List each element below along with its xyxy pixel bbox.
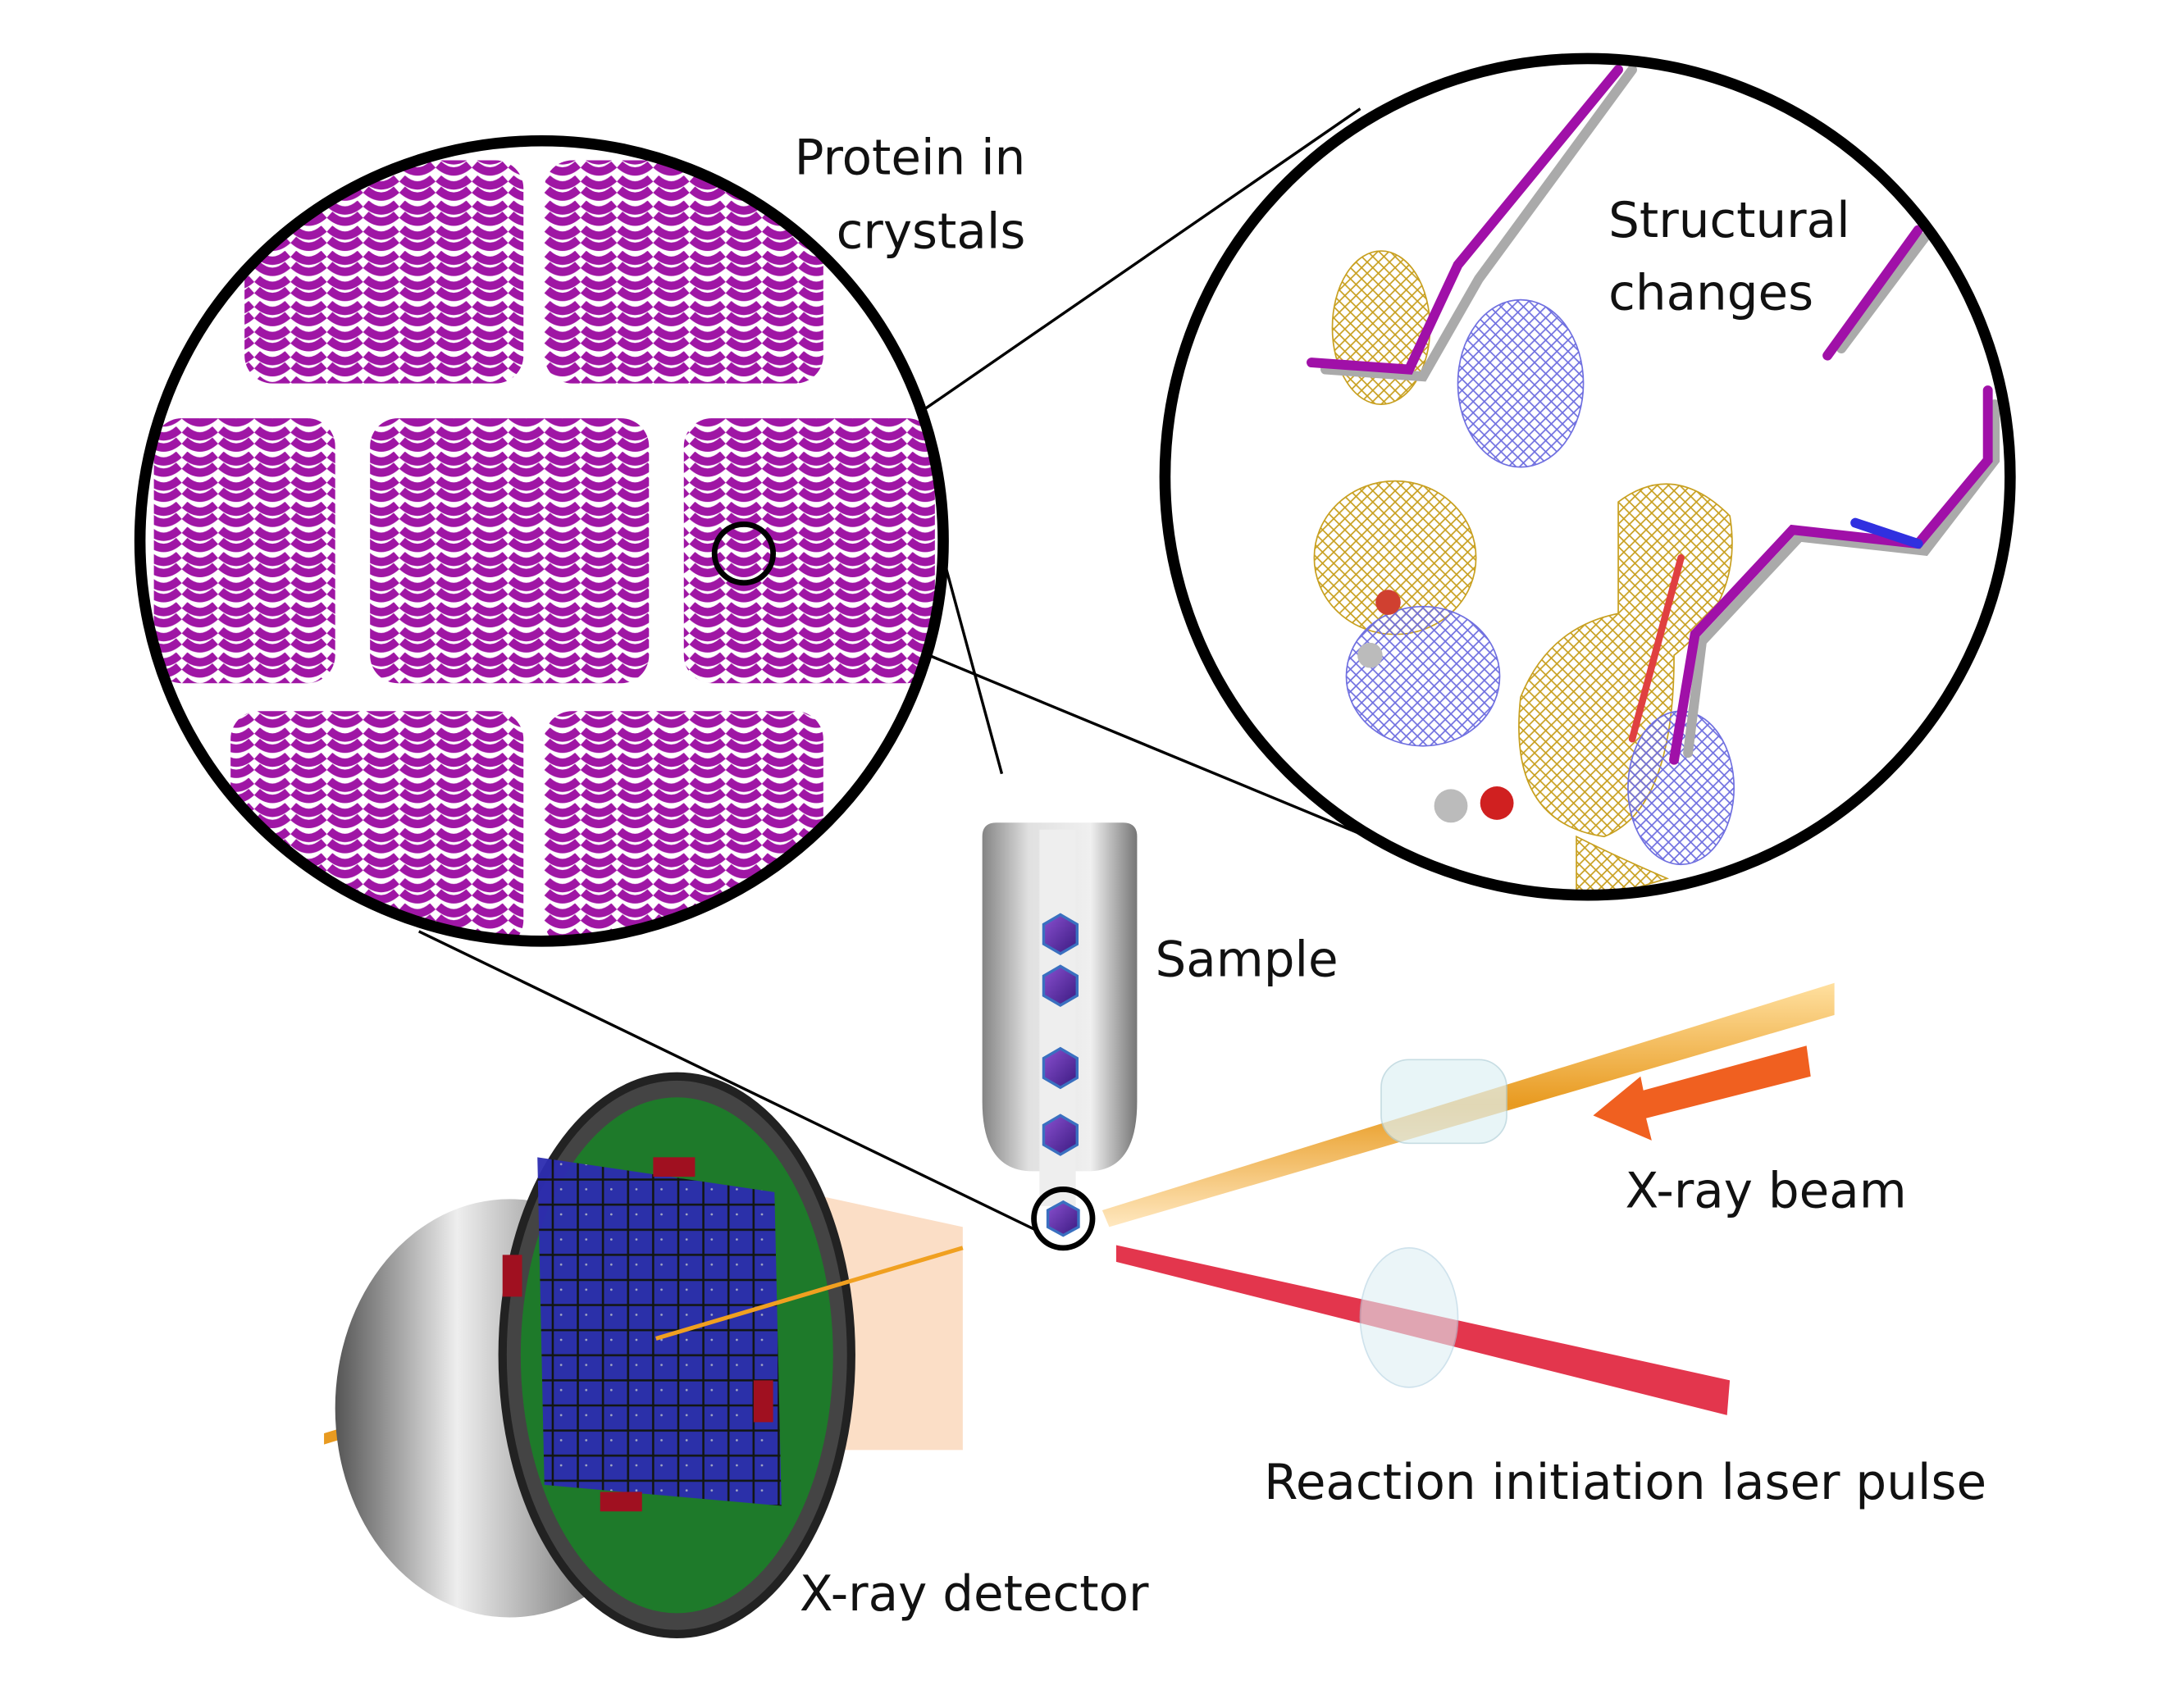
magnified-region-marker xyxy=(711,521,777,586)
beam-direction-arrow xyxy=(1593,1045,1811,1141)
protein-crystal-view xyxy=(134,134,949,947)
label-structural-line1: Structural xyxy=(1608,193,1849,249)
label-laser: Reaction initiation laser pulse xyxy=(1264,1455,1986,1511)
label-protein-line2: crystals xyxy=(837,204,1026,261)
label-detector: X-ray detector xyxy=(800,1566,1149,1623)
label-sample: Sample xyxy=(1156,931,1339,988)
laser-beam xyxy=(1115,1245,1731,1415)
label-structural-line2: changes xyxy=(1608,265,1813,321)
sample-nozzle xyxy=(982,822,1138,1251)
label-protein-line1: Protein in xyxy=(795,130,1026,187)
xray-detector xyxy=(335,1072,964,1638)
interaction-point-marker xyxy=(1031,1186,1096,1251)
crystal-hexagons xyxy=(1042,913,1080,1237)
structural-changes-view xyxy=(1159,52,2016,901)
label-xray-beam: X-ray beam xyxy=(1626,1164,1907,1220)
